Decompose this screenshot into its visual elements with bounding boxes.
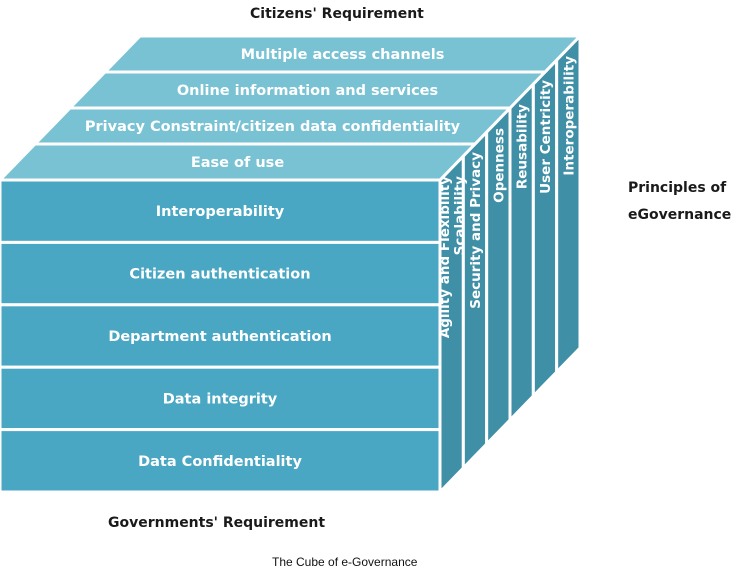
government-layer-5 [0, 428, 442, 494]
citizen-layer-label-1: Multiple access channels [241, 47, 445, 63]
citizen-layer-label-3: Privacy Constraint/citizen data confiden… [85, 119, 461, 135]
government-layer-label-3: Department authentication [108, 329, 331, 345]
government-layer-label-4: Data integrity [163, 391, 278, 407]
government-layer-2 [0, 240, 442, 307]
government-layer-4 [0, 365, 442, 432]
citizen-layer-label-4: Ease of use [191, 155, 284, 171]
principles-label-line-2: eGovernance [628, 207, 732, 223]
government-layer-label-5: Data Confidentiality [138, 454, 302, 470]
principle-label-3: Openness [491, 128, 507, 203]
government-layer-label-2: Citizen authentication [129, 267, 310, 283]
governments-requirement-label: Governments' Requirement [108, 515, 326, 531]
citizen-layer-label-2: Online information and services [177, 83, 438, 99]
citizens-requirement-label: Citizens' Requirement [250, 6, 424, 22]
government-layer-label-1: Interoperability [156, 204, 285, 220]
principle-label-2: Security and Privacy [468, 152, 484, 309]
principles-label-line-1: Principles of [628, 180, 727, 196]
principles-of-egovernance-label: Principles of eGovernance [628, 175, 731, 229]
principle-label-5: User Centricity [538, 80, 554, 194]
principle-label-4: Reusability [515, 104, 531, 189]
figure-caption: The Cube of e-Governance [272, 555, 418, 569]
principle-label-1-line-1: Agility and Flexibility [437, 176, 453, 338]
principle-label-1-line-2: Scalability [452, 176, 468, 256]
principle-label-6: Interoperability [561, 56, 577, 176]
